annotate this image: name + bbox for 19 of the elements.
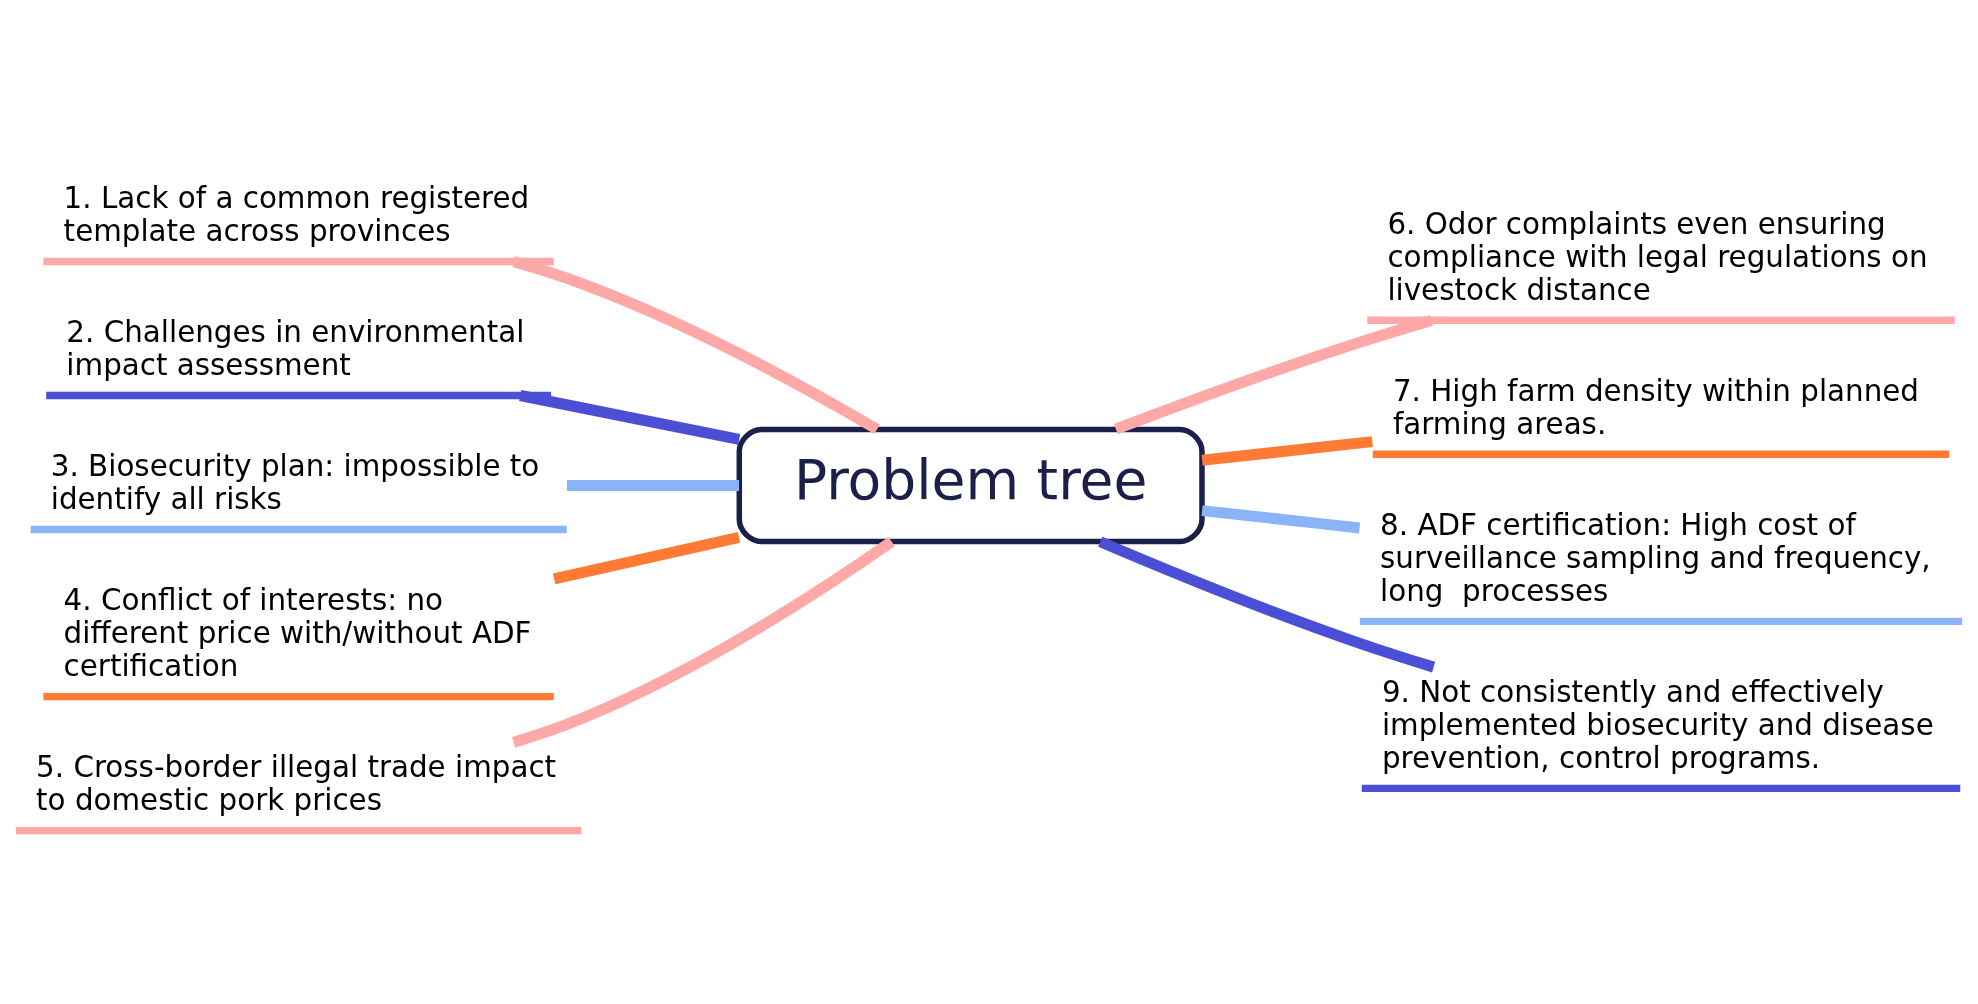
- connector: [1201, 436, 1373, 466]
- node-text: 4. Conflict of interests: no different price with/without ADF certification: [63, 582, 532, 684]
- node-text: 7. High farm density within planned farming areas.: [1392, 373, 1919, 441]
- connector: [519, 390, 741, 445]
- connector: [1201, 505, 1361, 534]
- connector: [1113, 315, 1433, 435]
- connector: [512, 537, 895, 748]
- node-text: 1. Lack of a common registered template across provinces: [63, 180, 530, 248]
- node-text: 5. Cross-border illegal trade impact to domestic pork prices: [36, 750, 557, 818]
- node-text: 8. ADF certification: High cost of surveillance sampling and frequency, long processes: [1380, 507, 1931, 608]
- node-text: 9. Not consistently and effectively implemented biosecurity and disease prevention, control programs.: [1381, 674, 1934, 775]
- connector: [1098, 536, 1436, 673]
- connector: [552, 531, 741, 585]
- node-text: 2. Challenges in environmental impact assessment: [66, 314, 525, 382]
- node-text: 6. Odor complaints even ensuring compliance with legal regulations on livestock distance: [1387, 206, 1928, 307]
- connector: [567, 479, 740, 491]
- node-box: Problem tree: [736, 426, 1205, 545]
- connector: [512, 256, 880, 435]
- node-text: 3. Biosecurity plan: impossible to identify all risks: [50, 448, 540, 516]
